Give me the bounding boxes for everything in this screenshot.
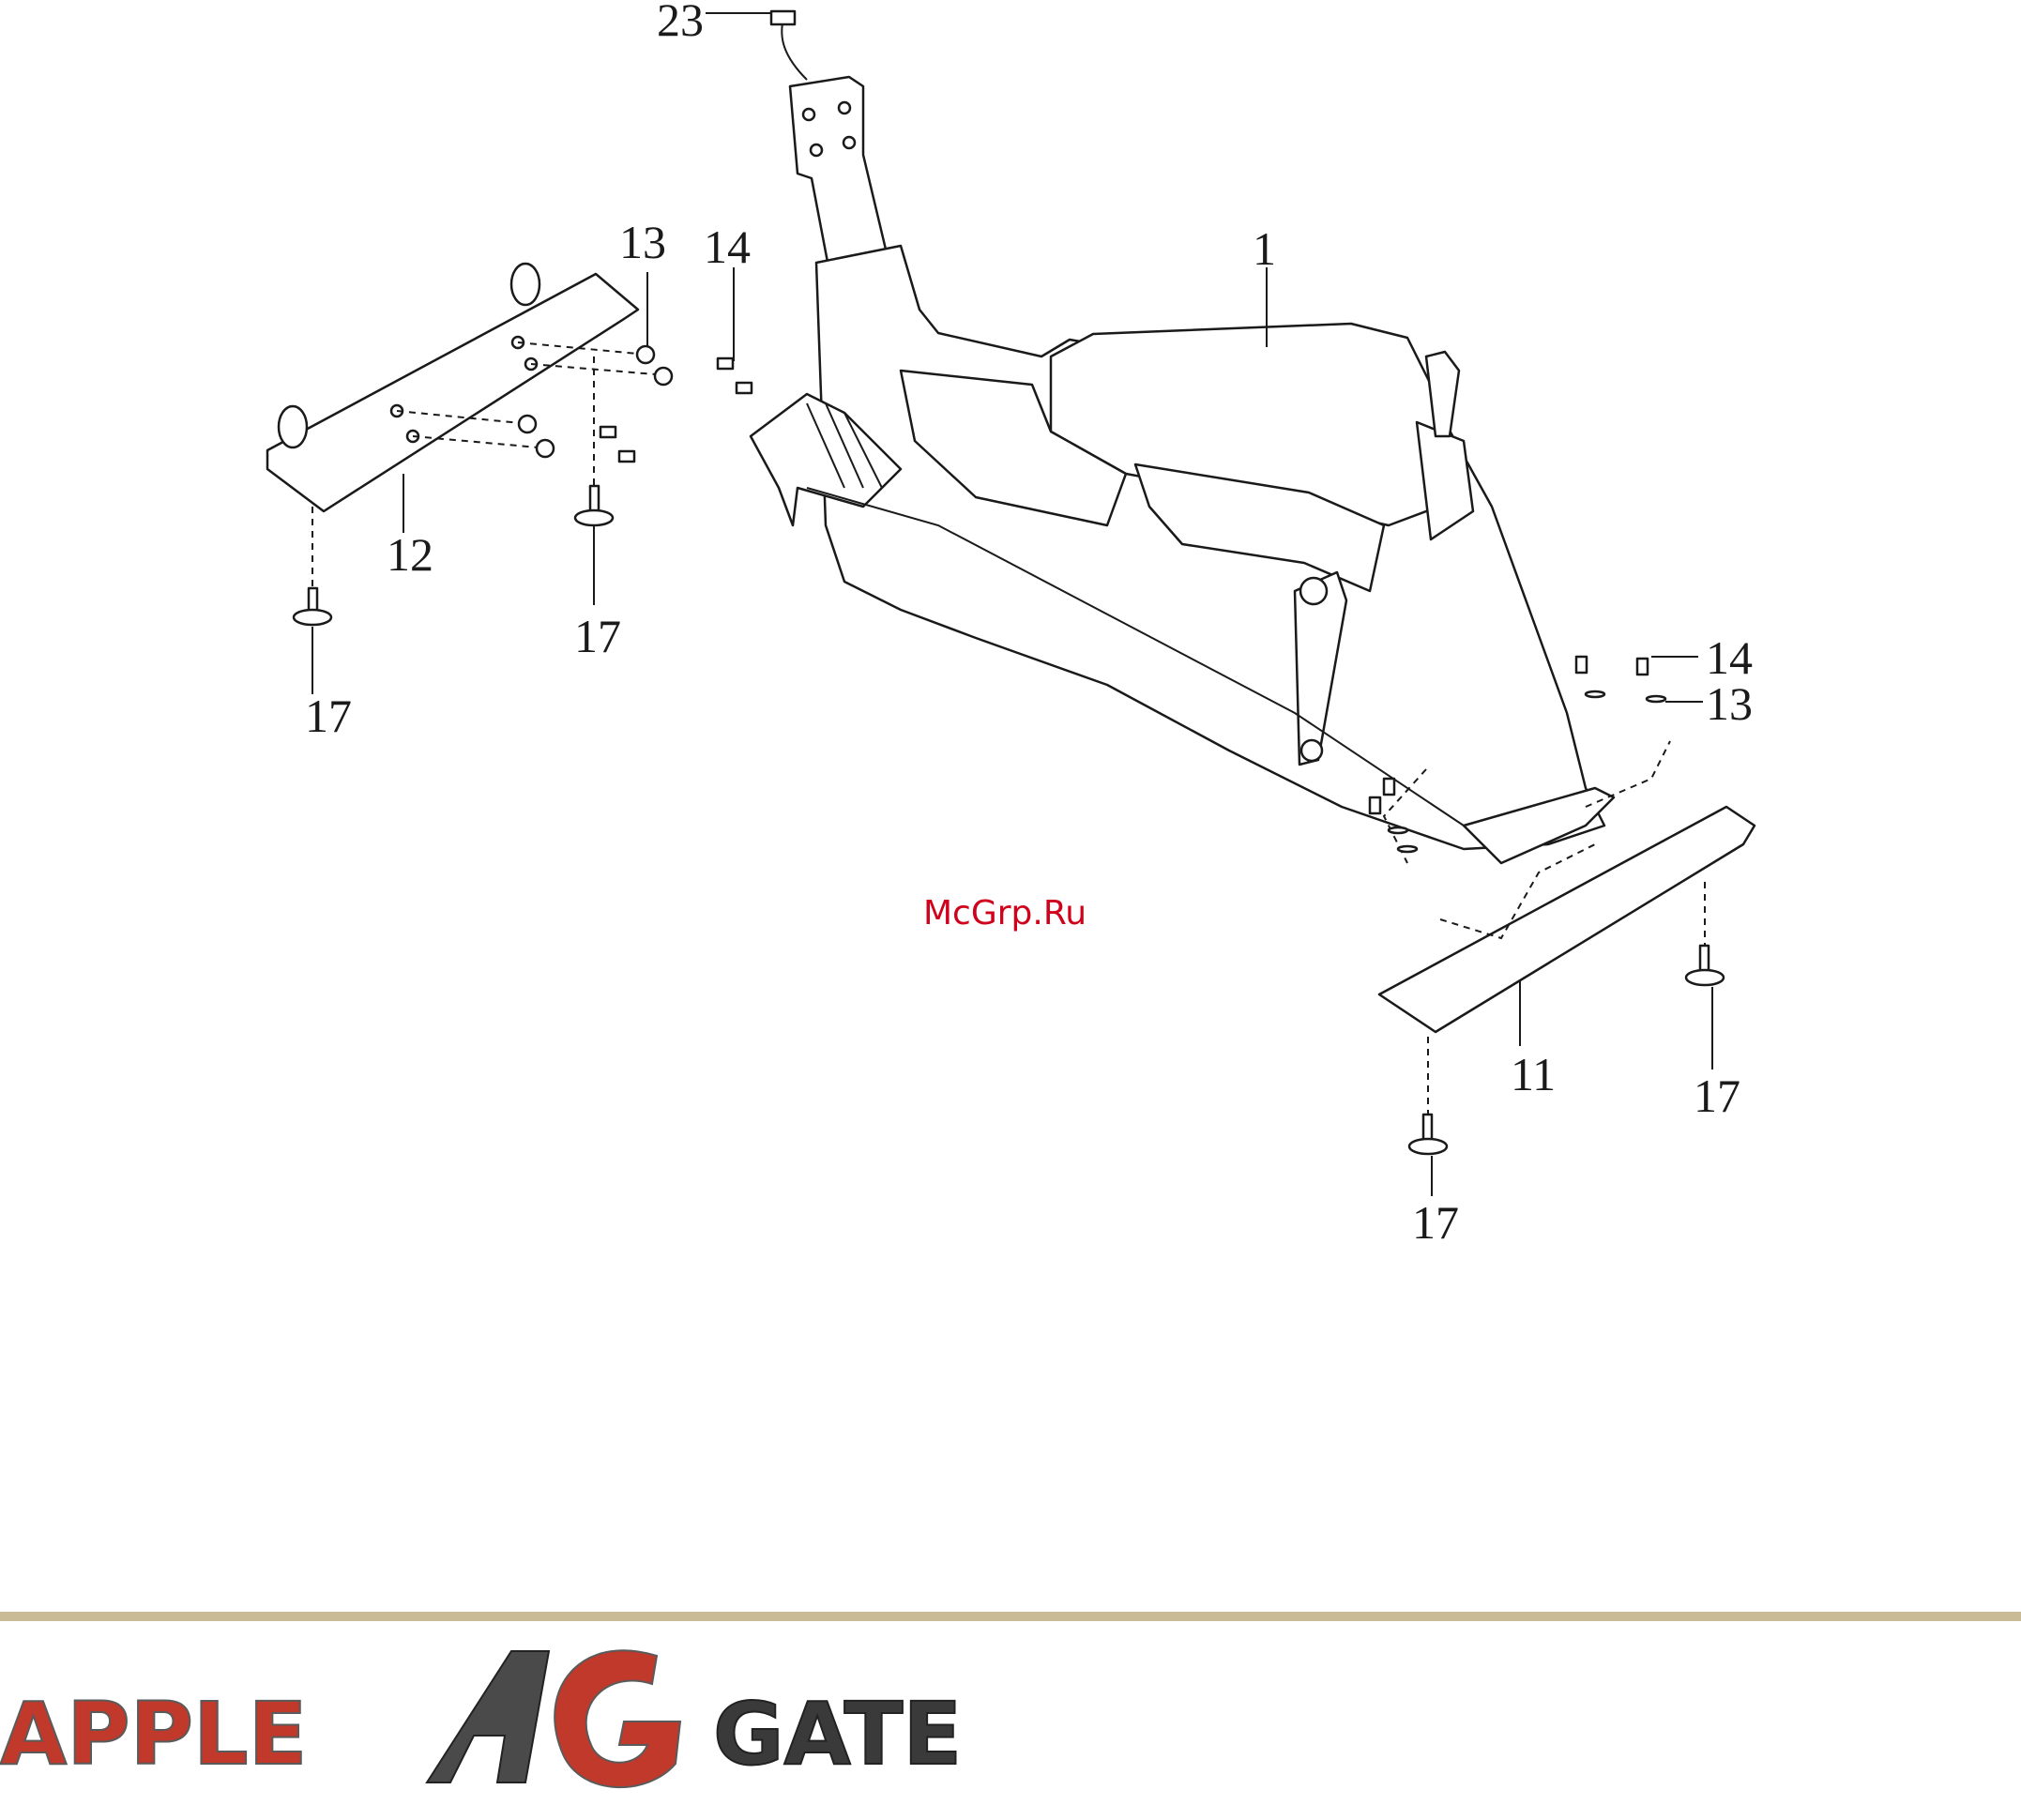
callout-14-rear: 14 <box>704 220 751 273</box>
callout-13-rear: 13 <box>619 216 666 268</box>
callout-11: 11 <box>1511 1048 1556 1100</box>
callout-1: 1 <box>1253 222 1276 275</box>
callout-14-front: 14 <box>1706 631 1753 684</box>
main-frame <box>751 246 1614 863</box>
callout-12: 12 <box>387 528 433 581</box>
callout-17-front-right: 17 <box>1694 1069 1740 1122</box>
brand-left-text: APPLE <box>0 1684 308 1784</box>
brand-logo: APPLE GATE <box>0 1650 962 1787</box>
brand-g-emblem-icon <box>555 1650 680 1787</box>
brand-right-text: GATE <box>713 1684 962 1784</box>
footer-divider <box>0 1612 2021 1621</box>
callout-17-rear-right: 17 <box>574 610 621 662</box>
watermark: McGrp.Ru <box>923 894 1086 933</box>
rear-stabilizer <box>267 264 752 591</box>
brand-a-emblem-icon <box>427 1651 549 1782</box>
callout-13-front: 13 <box>1706 677 1753 730</box>
callout-23: 23 <box>657 0 704 46</box>
callout-17-front-left: 17 <box>1412 1196 1459 1249</box>
callout-17-rear-left: 17 <box>305 690 352 742</box>
